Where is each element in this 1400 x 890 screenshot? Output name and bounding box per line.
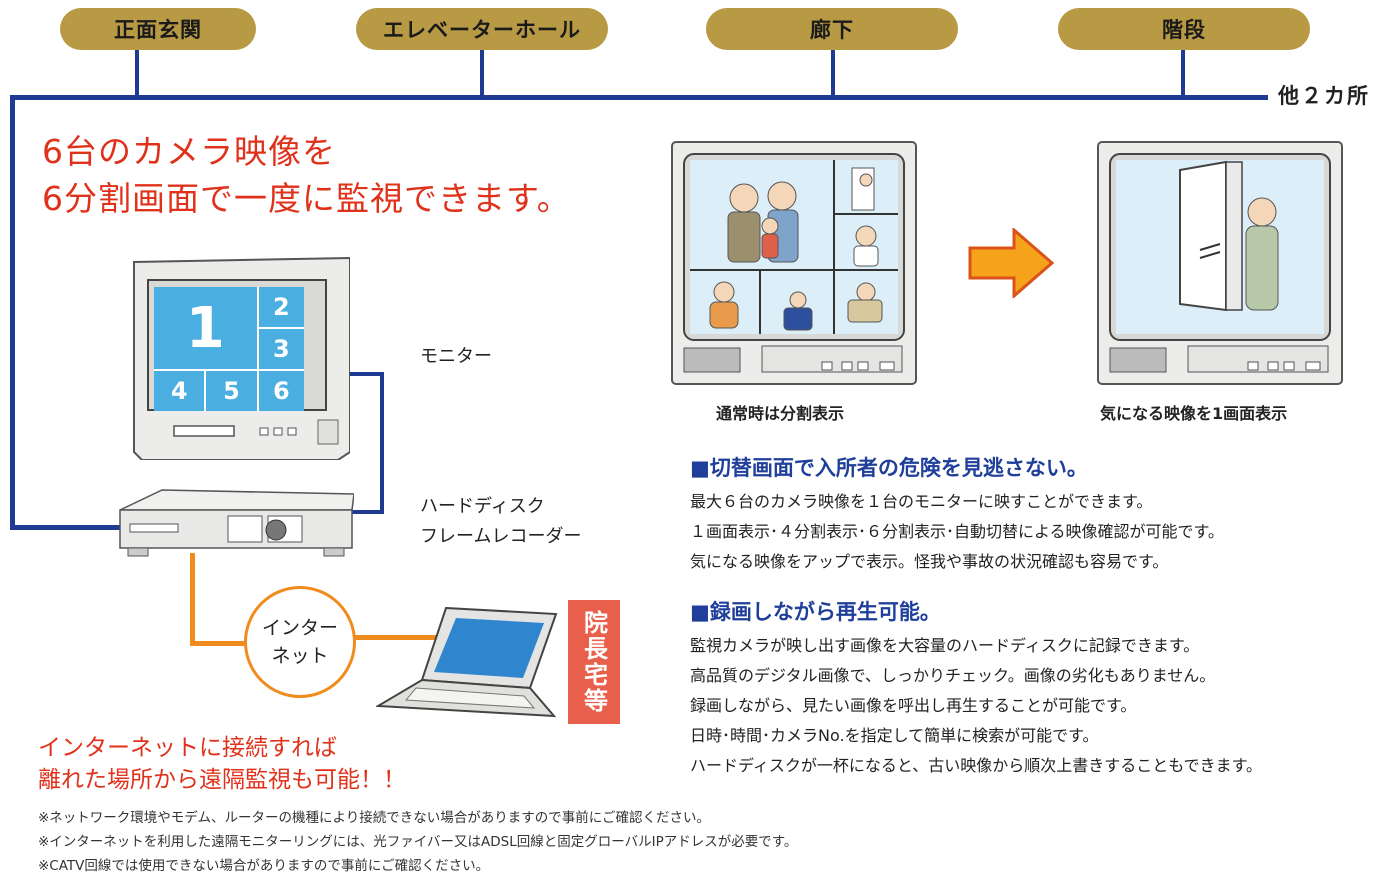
section1-line-3: 気になる映像をアップで表示。怪我や事故の状況確認も容易です。	[690, 552, 1169, 571]
others-label: 他２カ所	[1278, 84, 1370, 108]
arrow-right-icon	[968, 226, 1055, 300]
drop-line-entrance	[135, 50, 139, 98]
internet-label-line-1: インター	[261, 617, 338, 639]
headline-line-2: 6分割画面で一度に監視できます。	[42, 179, 571, 218]
left-riser-line	[10, 95, 15, 529]
headline-line-1: 6台のカメラ映像を	[42, 132, 336, 171]
section1-title: ■切替画面で入所者の危険を見逃さない。	[690, 456, 1088, 480]
footnote-1: ※ネットワーク環境やモデム、ルーターの機種により接続できない場合がありますので事…	[38, 810, 710, 826]
location-pill-stairs: 階段	[1058, 8, 1310, 50]
screen-tile-4: 4	[154, 371, 205, 411]
section2-title: ■録画しながら再生可能。	[690, 600, 941, 624]
recorder-label-line-1: ハードディスク	[420, 496, 545, 517]
screen-tile-5: 5	[206, 371, 257, 411]
screen-tile-6: 6	[258, 371, 304, 411]
screen-tile-1: 1	[154, 287, 257, 369]
caption-single-view: 気になる映像を1画面表示	[1100, 404, 1288, 423]
internet-line-vertical	[190, 553, 195, 645]
monitor-label: モニター	[420, 346, 492, 367]
footnote-3: ※CATV回線では使用できない場合がありますので事前にご確認ください。	[38, 858, 490, 874]
recorder-output-line	[352, 510, 384, 514]
screen-tile-2: 2	[258, 287, 304, 327]
internet-remote-line-1: インターネットに接続すれば	[38, 735, 337, 761]
recorder-label-line-2: フレームレコーダー	[420, 526, 582, 547]
footnote-2: ※インターネットを利用した遠隔モニターリングには、光ファイバー又はADSL回線と…	[38, 834, 798, 850]
section2-line-1: 監視カメラが映し出す画像を大容量のハードディスクに記録できます。	[690, 636, 1200, 655]
section1-line-2: １画面表示･４分割表示･６分割表示･自動切替による映像確認が可能です。	[690, 522, 1224, 541]
hard-disk-recorder	[118, 488, 355, 564]
director-home-tag: 院長宅等	[568, 600, 620, 724]
camera-bus-line	[10, 95, 1268, 100]
drop-line-elevator	[480, 50, 484, 98]
screen-tile-3: 3	[258, 329, 304, 369]
section2-line-3: 録画しながら、見たい画像を呼出し再生することが可能です。	[690, 696, 1137, 715]
drop-line-stairs	[1181, 50, 1185, 98]
director-home-label: 院長宅等	[579, 610, 608, 714]
caption-split-view: 通常時は分割表示	[716, 404, 845, 423]
internet-circle: インター ネット	[244, 586, 356, 698]
internet-remote-line-2: 離れた場所から遠隔監視も可能！！	[38, 767, 406, 793]
tv-single-view	[1096, 140, 1344, 386]
internet-line-right	[354, 635, 454, 640]
location-pill-elevator-hall: エレベーターホール	[356, 8, 608, 50]
section2-line-4: 日時･時間･カメラNo.を指定して簡単に検索が可能です。	[690, 726, 1099, 745]
laptop	[374, 606, 562, 720]
recorder-input-line	[10, 525, 122, 530]
monitor-vertical-line	[380, 372, 384, 514]
tv-split-view	[670, 140, 918, 386]
location-pill-entrance: 正面玄関	[60, 8, 256, 50]
location-pill-corridor: 廊下	[706, 8, 958, 50]
internet-label-line-2: ネット	[271, 645, 329, 667]
internet-line-left	[190, 641, 252, 646]
monitor-horizontal-line	[350, 372, 384, 376]
section2-line-5: ハードディスクが一杯になると、古い映像から順次上書きすることもできます。	[690, 756, 1263, 775]
monitor-screen-grid: 1 2 3 4 5 6	[154, 287, 304, 411]
section1-line-1: 最大６台のカメラ映像を１台のモニターに映すことができます。	[690, 492, 1153, 511]
section2-line-2: 高品質のデジタル画像で、しっかりチェック。画像の劣化もありません。	[690, 666, 1216, 685]
drop-line-corridor	[831, 50, 835, 98]
